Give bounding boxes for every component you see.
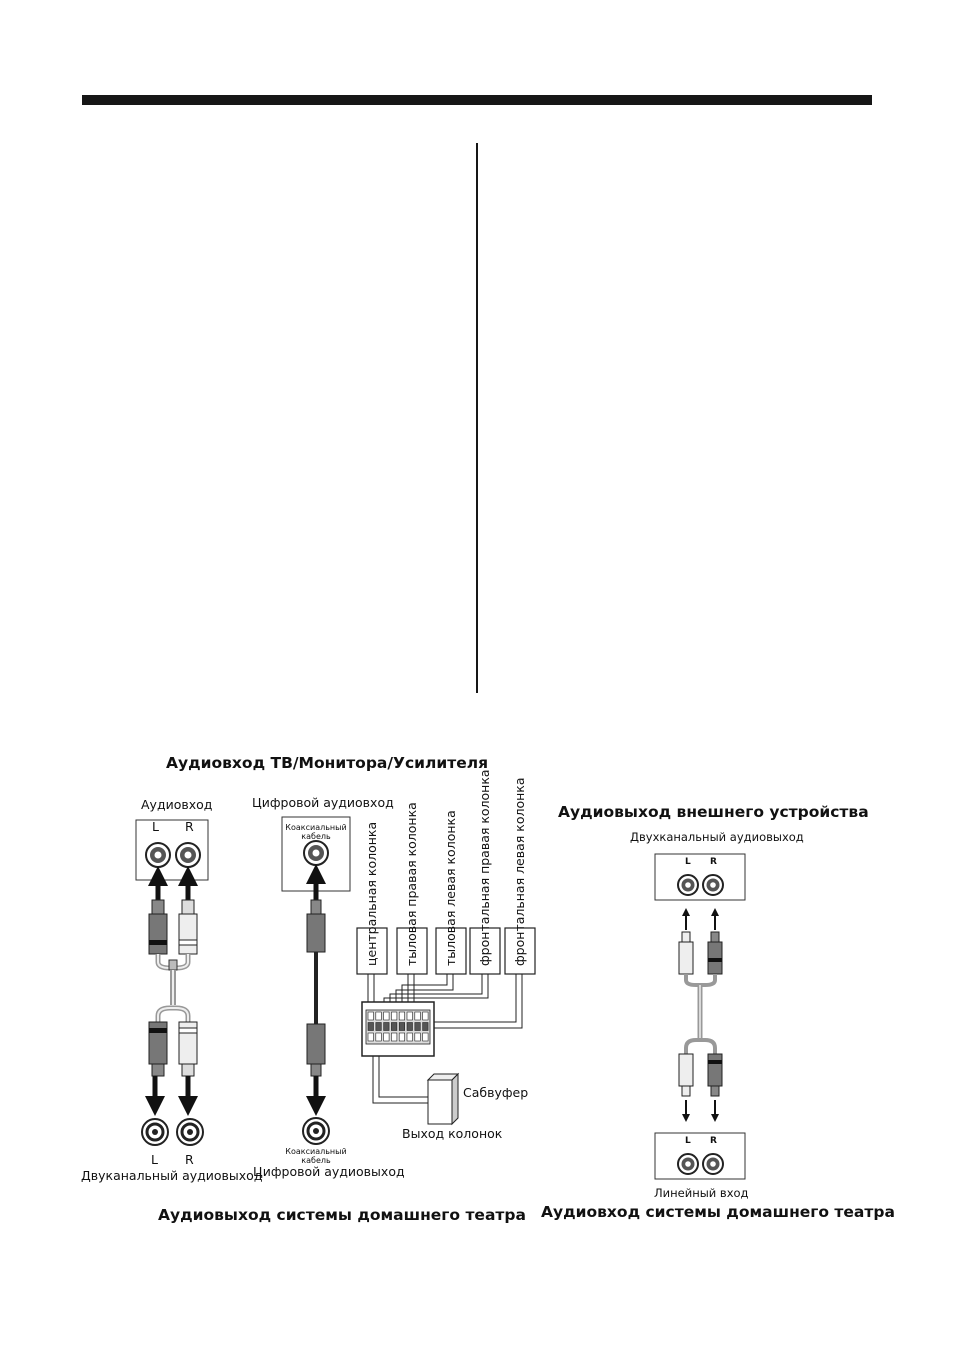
header-rule xyxy=(82,95,872,105)
subwoofer-label: Сабвуфер xyxy=(463,1085,529,1100)
terminal-slot xyxy=(398,1011,406,1021)
title-home-theater-output: Аудиовыход системы домашнего театра xyxy=(158,1206,526,1224)
speaker-label-rear-left: тыловая левая колонка xyxy=(443,810,458,966)
rca-jack-r-bottom-icon xyxy=(176,1118,204,1146)
rca-jack-linein-r-icon xyxy=(702,1153,724,1175)
rca-jack-r-top-icon xyxy=(175,842,201,868)
column-divider xyxy=(476,143,478,693)
digital-in-label: Цифровой аудиовход xyxy=(252,795,394,810)
terminal-slot xyxy=(367,1022,374,1031)
subwoofer-wires xyxy=(372,1056,428,1104)
digital-out-label: Цифровой аудиовыход xyxy=(253,1164,405,1179)
r-label-bottom: R xyxy=(185,1152,194,1167)
terminal-slot xyxy=(422,1011,429,1021)
terminal-slot xyxy=(406,1032,413,1042)
line-in-label: Линейный вход xyxy=(654,1186,749,1200)
terminal-slot xyxy=(375,1032,382,1042)
terminal-slot xyxy=(391,1011,398,1021)
l-label-bottom: L xyxy=(151,1152,158,1167)
speaker-label-front-left: фронтальная левая колонка xyxy=(512,777,527,966)
speaker-label-rear-right: тыловая правая колонка xyxy=(404,802,419,966)
terminal-slot xyxy=(391,1022,398,1031)
rca-plug-l-icon xyxy=(148,899,168,955)
l-label-linein: L xyxy=(685,1136,691,1146)
external-output-panel xyxy=(654,853,746,901)
terminal-slot xyxy=(367,1011,374,1021)
speaker-out-label: Выход колонок xyxy=(402,1126,503,1141)
r-label: R xyxy=(185,819,194,834)
rca-jack-linein-l-icon xyxy=(677,1153,699,1175)
rca-plug-r-bottom-icon xyxy=(178,1021,198,1077)
rca-plug-ext-top-icon xyxy=(678,931,723,975)
rca-jack-l-bottom-icon xyxy=(141,1118,169,1146)
terminal-slot xyxy=(383,1032,390,1042)
terminal-slot xyxy=(414,1032,421,1042)
title-home-theater-input: Аудиовход системы домашнего театра xyxy=(541,1203,895,1221)
terminal-slot xyxy=(398,1032,406,1042)
r-label-ext: R xyxy=(710,857,717,867)
speaker-boxes xyxy=(356,927,536,975)
terminal-slot xyxy=(391,1032,398,1042)
terminal-slot xyxy=(367,1032,374,1042)
terminal-slot xyxy=(414,1011,421,1021)
terminal-grid xyxy=(367,1011,429,1042)
rca-plug-ext-bottom-icon xyxy=(678,1053,723,1097)
terminal-slot xyxy=(375,1011,382,1021)
terminal-slot xyxy=(383,1011,390,1021)
l-label-ext: L xyxy=(685,857,691,867)
coax-plug-bottom-icon xyxy=(306,1023,326,1077)
terminal-slot xyxy=(406,1022,413,1031)
speaker-label-center: центральная колонка xyxy=(364,821,379,966)
speaker-label-front-right: фронтальная правая колонка xyxy=(477,769,492,966)
terminal-slot xyxy=(383,1022,390,1031)
rca-plug-r-icon xyxy=(178,899,198,955)
subwoofer-icon xyxy=(426,1072,460,1126)
coax-jack-bottom-icon xyxy=(302,1117,330,1145)
line-input-panel xyxy=(654,1132,746,1180)
terminal-slot xyxy=(414,1022,421,1031)
two-channel-out-label: Двуканальный аудиовыход xyxy=(81,1168,263,1183)
audio-in-label: Аудиовход xyxy=(141,797,213,812)
rca-jack-ext-l-icon xyxy=(677,874,699,896)
rca-jack-ext-r-icon xyxy=(702,874,724,896)
coax-jack-top-icon xyxy=(303,840,329,866)
terminal-slot xyxy=(422,1022,429,1031)
rca-jack-l-top-icon xyxy=(145,842,171,868)
terminal-slot xyxy=(398,1022,406,1031)
two-channel-out-ext-label: Двухканальный аудиовыход xyxy=(630,830,804,844)
l-label: L xyxy=(152,819,159,834)
terminal-slot xyxy=(375,1022,382,1031)
r-label-linein: R xyxy=(710,1136,717,1146)
speaker-wires xyxy=(367,974,523,1029)
title-tv-input: Аудиовход ТВ/Монитора/Усилителя xyxy=(166,754,489,772)
terminal-slot xyxy=(406,1011,413,1021)
rca-plug-l-bottom-icon xyxy=(148,1021,168,1077)
terminal-slot xyxy=(422,1032,429,1042)
title-external-output: Аудиовыход внешнего устройства xyxy=(558,803,869,821)
coax-plug-top-icon xyxy=(306,899,326,953)
